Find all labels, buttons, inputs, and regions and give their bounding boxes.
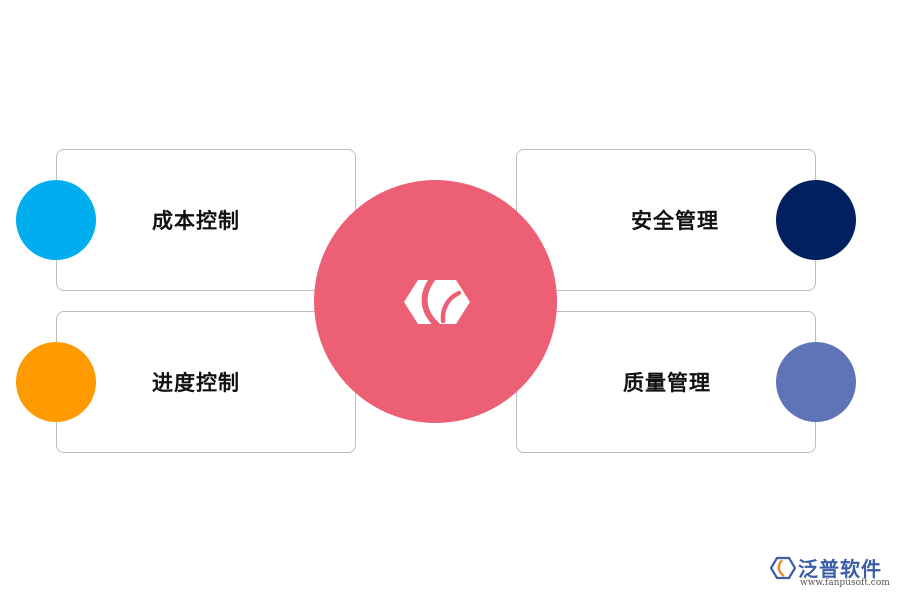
card-cost-control: 成本控制 xyxy=(56,149,356,291)
cost-control-dot xyxy=(16,180,96,260)
watermark-name: 泛普软件 xyxy=(798,557,882,581)
watermark-url: www.fanpusoft.com xyxy=(800,578,890,588)
card-quality-management: 质量管理 xyxy=(516,311,816,453)
card-safety-management: 安全管理 xyxy=(516,149,816,291)
card-label: 质量管理 xyxy=(623,371,711,395)
card-label: 进度控制 xyxy=(152,371,240,395)
center-hub xyxy=(314,180,557,423)
quality-management-dot xyxy=(776,342,856,422)
schedule-control-dot xyxy=(16,342,96,422)
watermark: 泛普软件 www.fanpusoft.com xyxy=(770,553,895,593)
brand-logo-icon xyxy=(403,273,470,329)
fanpu-logo-icon xyxy=(770,556,796,580)
card-label: 安全管理 xyxy=(631,209,719,233)
card-schedule-control: 进度控制 xyxy=(56,311,356,453)
card-label: 成本控制 xyxy=(152,209,240,233)
safety-management-dot xyxy=(776,180,856,260)
